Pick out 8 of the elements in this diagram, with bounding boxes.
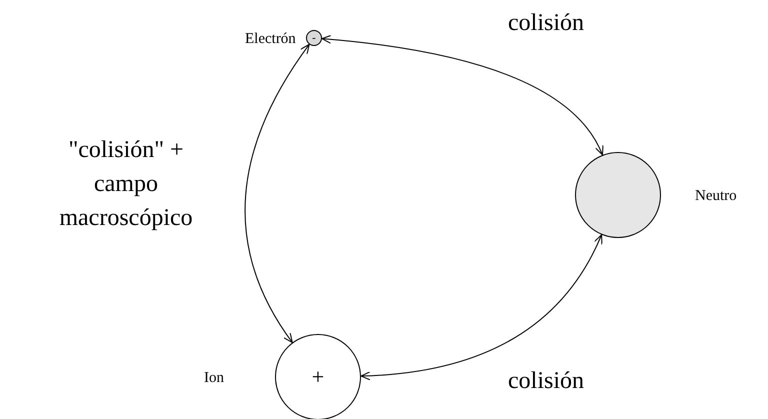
particle-label: Ion: [204, 369, 224, 387]
charge-sign: +: [312, 366, 324, 388]
particle-label: Neutro: [695, 187, 737, 205]
curved-arrow: [321, 35, 603, 156]
curved-arrow: [360, 234, 602, 380]
particle-label: Electrón: [245, 30, 296, 48]
charge-sign: -: [312, 32, 316, 44]
curved-arrow: [244, 44, 310, 343]
